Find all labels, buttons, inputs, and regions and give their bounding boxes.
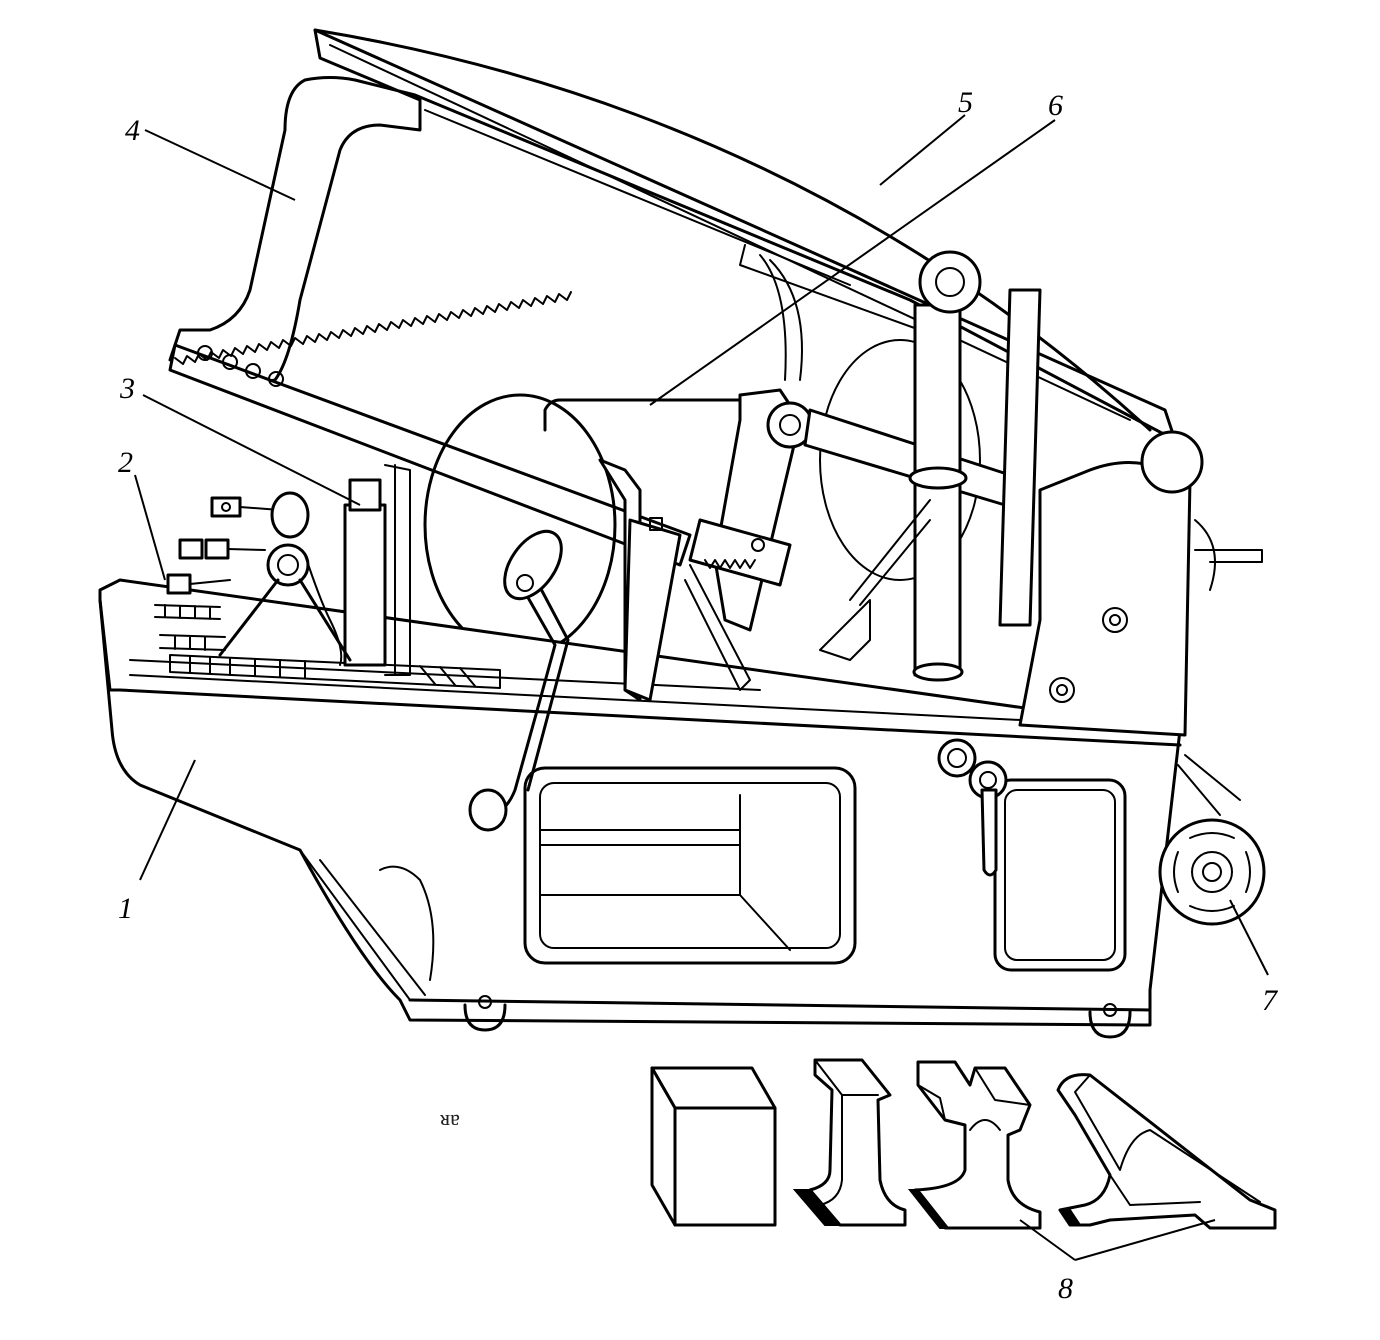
access-door-outer [523, 766, 857, 965]
pump-body [270, 491, 310, 539]
saw-blade [168, 291, 692, 567]
workpiece-profiles [650, 1058, 1277, 1230]
callout-3: 3 [119, 372, 135, 405]
rear-housing [1018, 430, 1263, 816]
valve-4 [166, 573, 192, 595]
callout-8: 8 [1058, 1272, 1073, 1305]
leader-1 [139, 759, 196, 881]
control-lever [468, 529, 570, 832]
side-door-outer [993, 778, 1127, 972]
callout-2: 2 [118, 446, 133, 479]
leader-3 [142, 394, 361, 506]
callout-7: 7 [1262, 984, 1279, 1017]
valve-2 [178, 538, 204, 560]
callout-5: 5 [958, 86, 973, 119]
leader-lines [134, 114, 1269, 1261]
blade-pin-hole-1 [197, 345, 213, 361]
leader-6 [649, 119, 1056, 406]
access-door-inner [539, 782, 841, 949]
callout-1: 1 [118, 892, 133, 925]
support-strut [998, 288, 1042, 627]
valve-3 [204, 538, 230, 560]
vise-screw-head [649, 517, 663, 531]
foot-bolt-right [1103, 1003, 1117, 1017]
column [819, 250, 1042, 682]
workpiece-i-beam [792, 1058, 907, 1227]
callout-6: 6 [1048, 89, 1063, 122]
feed-handle [937, 738, 1008, 877]
machine-bed [98, 578, 1182, 1039]
stray-scan-text: ᴚɐ [440, 1105, 460, 1130]
callout-labels: 1 2 3 4 5 6 7 8 [118, 86, 1279, 1305]
pulley [1158, 818, 1266, 926]
blade-pin-hole-4 [268, 371, 284, 387]
vise-cap [348, 478, 382, 512]
valve-1 [210, 496, 242, 518]
vise [343, 458, 751, 702]
blade-pin-hole-2 [222, 354, 238, 370]
pulley-wheel [1158, 818, 1266, 926]
blade-guide-block [688, 518, 792, 587]
leader-5 [879, 114, 966, 186]
leader-2 [134, 474, 166, 581]
workpiece-rail [907, 1060, 1042, 1230]
side-door-inner [1004, 789, 1116, 961]
vise-column [343, 503, 387, 667]
coolant-pump [154, 491, 352, 666]
pump-wheel [266, 543, 310, 587]
callout-4: 4 [125, 114, 140, 147]
rear-pivot-knob [1140, 430, 1204, 494]
workpiece-square-bar [650, 1066, 777, 1227]
foot-bolt-left [478, 995, 492, 1009]
leader-7 [1229, 899, 1269, 976]
blade-pin-hole-3 [245, 363, 261, 379]
top-pivot-outer [918, 250, 982, 314]
leader-8 [1019, 1219, 1216, 1261]
workpiece-bracket [1056, 1073, 1277, 1230]
vertical-column [913, 303, 962, 677]
leader-4 [144, 129, 296, 201]
saw-bow-frame [168, 28, 1177, 442]
